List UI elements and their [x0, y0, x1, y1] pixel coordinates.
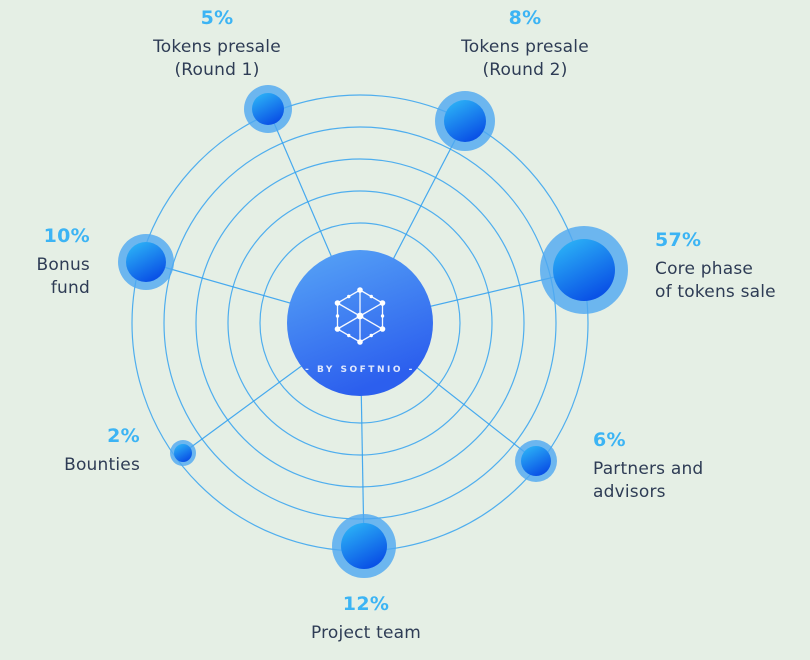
percentage-value: 57% [655, 229, 702, 251]
label-project-team: 12% Project team [291, 592, 441, 645]
label-text: (Round 2) [482, 60, 568, 80]
softnio-byline: - BY SOFTNIO - [305, 365, 415, 375]
node-partners-advisors [515, 440, 557, 482]
percentage-value: 12% [342, 593, 390, 615]
percentage-value: 5% [200, 7, 234, 29]
node-bonus-fund [118, 234, 174, 290]
node-core-phase [540, 226, 628, 314]
label-partners-advisors: 6% Partners and advisors [593, 428, 738, 504]
node-bounties [170, 440, 196, 466]
node-project-team [332, 514, 396, 578]
label-text: fund [50, 278, 90, 298]
node-dot [341, 523, 387, 569]
node-dot [521, 446, 551, 476]
label-tokens-presale-round1: 5% Tokens presale (Round 1) [142, 6, 292, 82]
label-text: Bounties [64, 455, 140, 475]
percentage-value: 8% [508, 7, 542, 29]
label-text: Project team [310, 623, 422, 643]
label-text: Tokens presale [461, 37, 589, 57]
hexagon-network-icon [334, 287, 386, 345]
node-tokens-presale-round1 [244, 85, 292, 133]
label-text: Bonus [36, 255, 90, 275]
node-dot [126, 242, 166, 282]
center-hub: - BY SOFTNIO - [287, 250, 433, 396]
label-bonus-fund: 10% Bonus fund [8, 224, 90, 300]
percentage-value: 6% [593, 429, 626, 451]
label-bounties: 2% Bounties [40, 424, 140, 477]
label-text: advisors [593, 482, 666, 502]
label-core-phase: 57% Core phase of tokens sale [655, 228, 805, 304]
label-text: Tokens presale [153, 37, 281, 57]
label-text: Core phase [655, 259, 754, 279]
node-tokens-presale-round2 [435, 91, 495, 151]
percentage-value: 2% [107, 425, 140, 447]
node-dot [553, 239, 615, 301]
node-dot [174, 444, 192, 462]
node-dot [252, 93, 284, 125]
node-dot [444, 100, 486, 142]
label-text: Partners and [593, 459, 704, 479]
label-text: of tokens sale [655, 282, 776, 302]
percentage-value: 10% [43, 225, 90, 247]
label-tokens-presale-round2: 8% Tokens presale (Round 2) [450, 6, 600, 82]
label-text: (Round 1) [174, 60, 260, 80]
